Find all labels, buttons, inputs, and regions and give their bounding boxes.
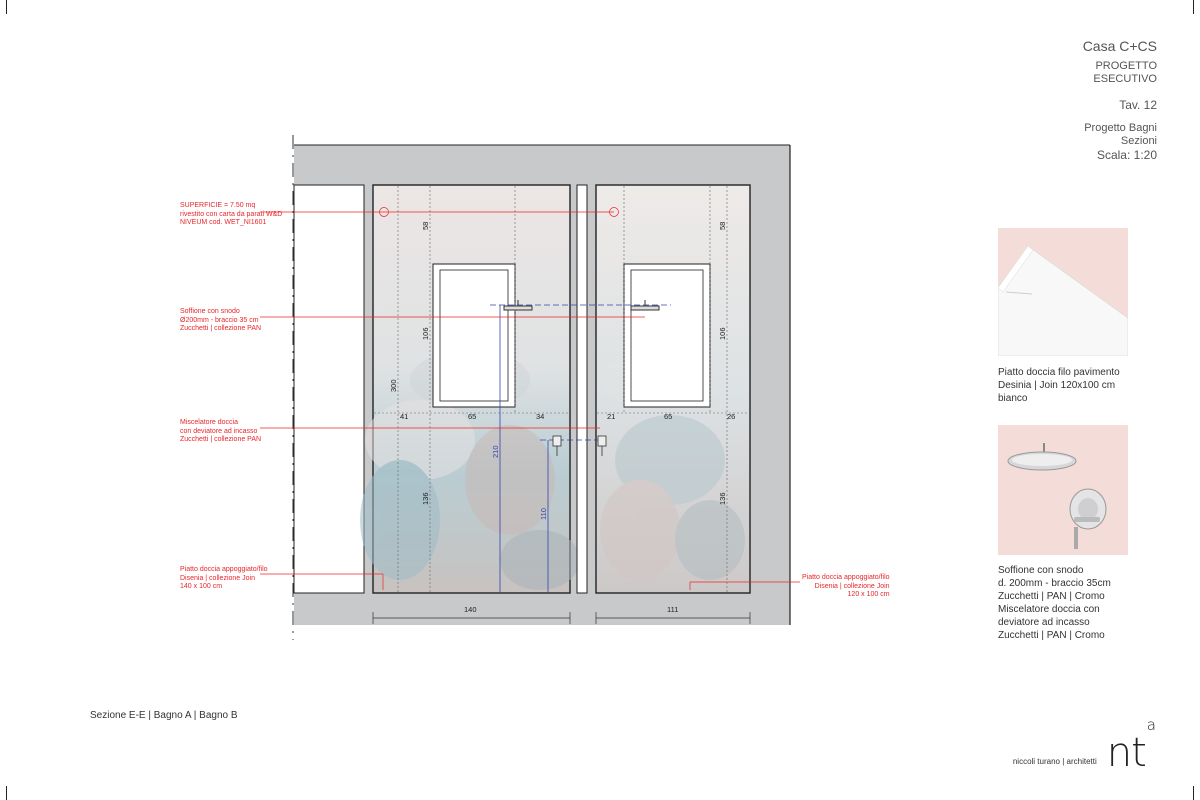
drawing-scale: Scala: 1:20 xyxy=(1096,148,1157,162)
shower-tray-icon xyxy=(998,245,1128,356)
dim-a-right-gap: 34 xyxy=(536,412,544,421)
sheet-number: Tav. 12 xyxy=(1119,98,1157,112)
floral-pattern-b xyxy=(600,355,745,580)
dim-b-window: 106 xyxy=(718,327,727,340)
middle-pilaster xyxy=(576,184,588,594)
dim-b-left-gap: 21 xyxy=(607,412,615,421)
dim-a-height-total: 300 xyxy=(389,379,398,392)
shower-head-b-icon xyxy=(630,300,660,311)
dim-a-mixer-height: 210 xyxy=(491,445,500,458)
window-a-glass xyxy=(439,269,509,402)
dim-b-window-width: 65 xyxy=(664,412,672,421)
section-label: Sezione E-E | Bagno A | Bagno B xyxy=(90,710,238,721)
dim-a-window-width: 65 xyxy=(468,412,476,421)
window-b-glass xyxy=(630,269,704,402)
leader-lines xyxy=(260,207,800,590)
frame-corner-bottom-left xyxy=(6,786,14,800)
annotation-surface: SUPERFICIE = 7.50 mq rivestito con carta… xyxy=(180,202,283,227)
shower-set-icon xyxy=(1007,443,1107,549)
frame-corner-top-left xyxy=(6,0,14,14)
dim-a-mixer-height-2: 110 xyxy=(539,508,548,520)
dim-a-left-gap: 41 xyxy=(400,412,408,421)
product-image-shower-set xyxy=(998,425,1128,555)
studio-logo: niccoli turano | architetti nta xyxy=(1012,716,1156,776)
dim-a-window: 106 xyxy=(421,327,430,340)
annotation-mixer: Miscelatore doccia con deviatore ad inca… xyxy=(180,419,262,444)
mixer-b-icon xyxy=(597,435,607,456)
phase-line-1: PROGETTO xyxy=(1095,60,1157,72)
product-caption-shower-set: Soffione con snodo d. 200mm - braccio 35… xyxy=(998,565,1111,641)
studio-name: niccoli turano | architetti xyxy=(1012,757,1097,766)
project-name: Casa C+CS xyxy=(1082,38,1157,54)
dim-b-right-gap: 26 xyxy=(727,412,735,421)
dim-a-top: 58 xyxy=(421,222,430,230)
title-block: Casa C+CS PROGETTO ESECUTIVO Tav. 12 Pro… xyxy=(1083,38,1157,162)
shower-head-a-icon xyxy=(503,300,533,311)
dim-b-bottom: 136 xyxy=(718,492,727,505)
product-image-shower-tray xyxy=(998,228,1128,356)
annotation-tray-right: Piatto doccia appoggiato/filo Disenia | … xyxy=(802,574,890,599)
mixer-a-icon xyxy=(552,435,562,456)
dim-b-width: 111 xyxy=(667,605,678,614)
frame-corner-bottom-right xyxy=(1186,786,1194,800)
annotation-tray-left: Piatto doccia appoggiato/filo Disenia | … xyxy=(180,566,268,591)
frame-corner-top-right xyxy=(1186,0,1194,14)
logo-mark: nta xyxy=(1106,716,1156,776)
annotation-shower-head: Soffione con snodo Ø200mm - braccio 35 c… xyxy=(180,308,262,333)
dim-b-top: 58 xyxy=(718,222,727,230)
dim-a-bottom: 136 xyxy=(421,492,430,505)
subject-line-2: Sezioni xyxy=(1120,135,1157,147)
dim-a-width: 140 xyxy=(464,605,477,614)
subject-line-1: Progetto Bagni xyxy=(1084,122,1157,134)
phase-line-2: ESECUTIVO xyxy=(1093,73,1157,85)
product-caption-shower-tray: Piatto doccia filo pavimento Desinia | J… xyxy=(998,367,1120,404)
left-niche xyxy=(293,184,365,594)
installation-lines xyxy=(490,304,671,592)
